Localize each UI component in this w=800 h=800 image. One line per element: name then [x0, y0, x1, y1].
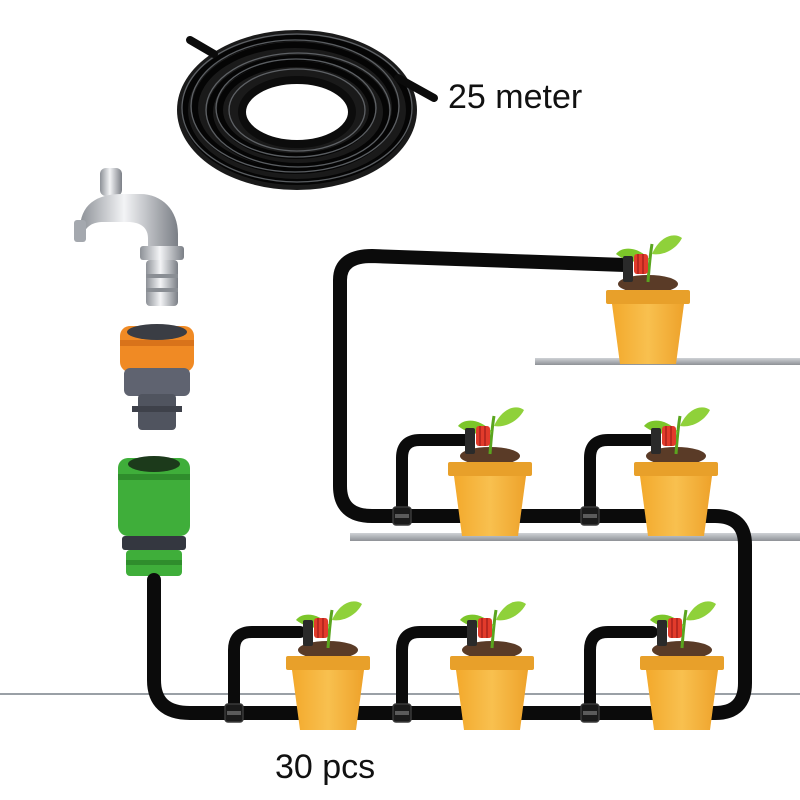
quick-connector-icon — [118, 456, 190, 576]
tubing-coil-icon — [177, 30, 438, 190]
tap-adapter-icon — [120, 324, 194, 430]
shelf-branches — [396, 434, 658, 522]
potted-plant-icon — [604, 233, 692, 366]
potted-plant-icon — [638, 599, 726, 732]
dripper-count-label: 30 pcs — [275, 748, 376, 786]
water-tap-icon — [74, 168, 184, 306]
tubing-length-label: 25 meter — [448, 78, 583, 116]
potted-plant-icon — [446, 405, 534, 538]
potted-plant-icon — [448, 599, 536, 732]
main-drip-tube — [147, 249, 752, 720]
potted-plant-icon — [284, 599, 372, 732]
floor-branches — [228, 626, 658, 719]
potted-plant-icon — [632, 405, 720, 538]
middle-shelf — [350, 533, 800, 541]
